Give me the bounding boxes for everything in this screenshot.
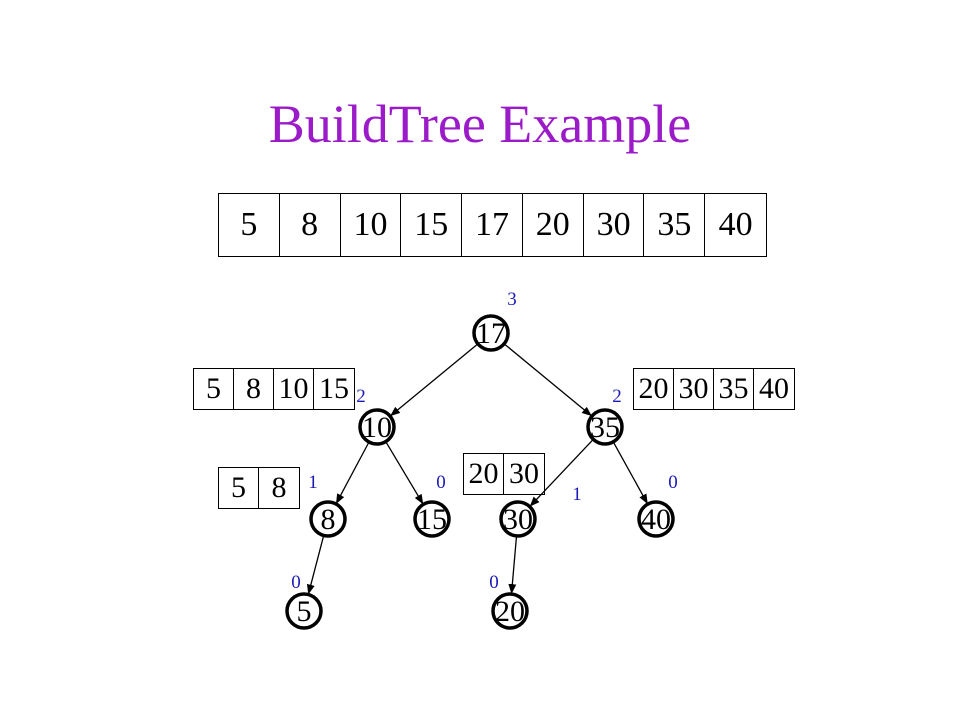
tree-edge-35-40 — [612, 441, 648, 505]
tree-edge-8-5 — [306, 535, 325, 595]
array-cell: 15 — [319, 372, 349, 405]
height-label-15: 0 — [436, 472, 446, 493]
array-cell: 20 — [464, 454, 504, 494]
array-cell: 40 — [718, 206, 753, 243]
array-cell: 30 — [674, 369, 714, 409]
node-label: 17 — [476, 317, 506, 350]
array-cell: 30 — [509, 457, 539, 490]
node-circle — [472, 314, 510, 352]
array-cell: 30 — [584, 194, 645, 256]
right-subarray: 20 30 35 40 — [633, 368, 795, 410]
slide-title: BuildTree Example — [268, 94, 692, 154]
height-label-5: 0 — [291, 572, 301, 593]
array-cell: 35 — [714, 369, 754, 409]
tree-edge-17-10 — [390, 343, 479, 417]
array-cell: 8 — [280, 194, 341, 256]
tree-node-30: 30 — [499, 500, 537, 538]
array-cell: 35 — [644, 194, 706, 256]
tree-edge-30-20 — [508, 535, 518, 595]
tree-edge-17-35 — [503, 343, 592, 417]
node-label: 35 — [590, 411, 620, 444]
height-label-35: 2 — [612, 386, 622, 407]
node-circle — [285, 592, 323, 630]
tree-node-20: 20 — [491, 592, 529, 630]
height-label-20: 0 — [489, 572, 499, 593]
node-circle — [413, 500, 451, 538]
height-label-40: 0 — [668, 472, 678, 493]
array-cell: 8 — [271, 471, 287, 504]
array-cell: 20 — [634, 369, 674, 409]
node-circle — [491, 592, 529, 630]
tree-edge-10-15 — [385, 441, 424, 505]
tree-edge-35-30 — [529, 438, 594, 507]
tree-node-40: 40 — [637, 500, 675, 538]
node-label: 5 — [297, 595, 312, 628]
array-cell: 10 — [274, 369, 314, 409]
array-cell: 15 — [401, 194, 463, 256]
node-circle — [309, 500, 347, 538]
tree-node-35: 35 — [586, 408, 624, 446]
node-label: 8 — [321, 503, 336, 536]
height-label-17: 3 — [507, 289, 517, 310]
node-circle — [499, 500, 537, 538]
height-label-8: 1 — [308, 472, 318, 493]
node-label: 10 — [362, 411, 392, 444]
node-label: 15 — [417, 503, 447, 536]
node-label: 20 — [495, 595, 525, 628]
tree-edge-10-8 — [335, 441, 370, 504]
array-cell: 10 — [341, 194, 402, 256]
tree-node-10: 10 — [358, 408, 396, 446]
left-left-subarray: 5 8 — [218, 467, 300, 509]
node-label: 40 — [641, 503, 671, 536]
tree-node-8: 8 — [309, 500, 347, 538]
array-cell: 8 — [234, 369, 274, 409]
array-cell: 5 — [219, 468, 259, 508]
height-label-30: 1 — [572, 484, 582, 505]
array-cell: 40 — [759, 372, 789, 405]
tree-node-5: 5 — [285, 592, 323, 630]
right-left-subarray: 20 30 — [463, 453, 545, 495]
tree-node-15: 15 — [413, 500, 451, 538]
array-cell: 17 — [462, 194, 523, 256]
array-cell: 5 — [194, 369, 234, 409]
array-cell: 5 — [219, 194, 280, 256]
array-cell: 20 — [523, 194, 584, 256]
sorted-array: 5 8 10 15 17 20 30 35 40 — [218, 193, 767, 257]
height-label-10: 2 — [356, 386, 366, 407]
node-circle — [637, 500, 675, 538]
left-subarray: 5 8 10 15 — [193, 368, 355, 410]
tree-node-17: 17 — [472, 314, 510, 352]
node-circle — [358, 408, 396, 446]
node-label: 30 — [503, 503, 533, 536]
node-circle — [586, 408, 624, 446]
